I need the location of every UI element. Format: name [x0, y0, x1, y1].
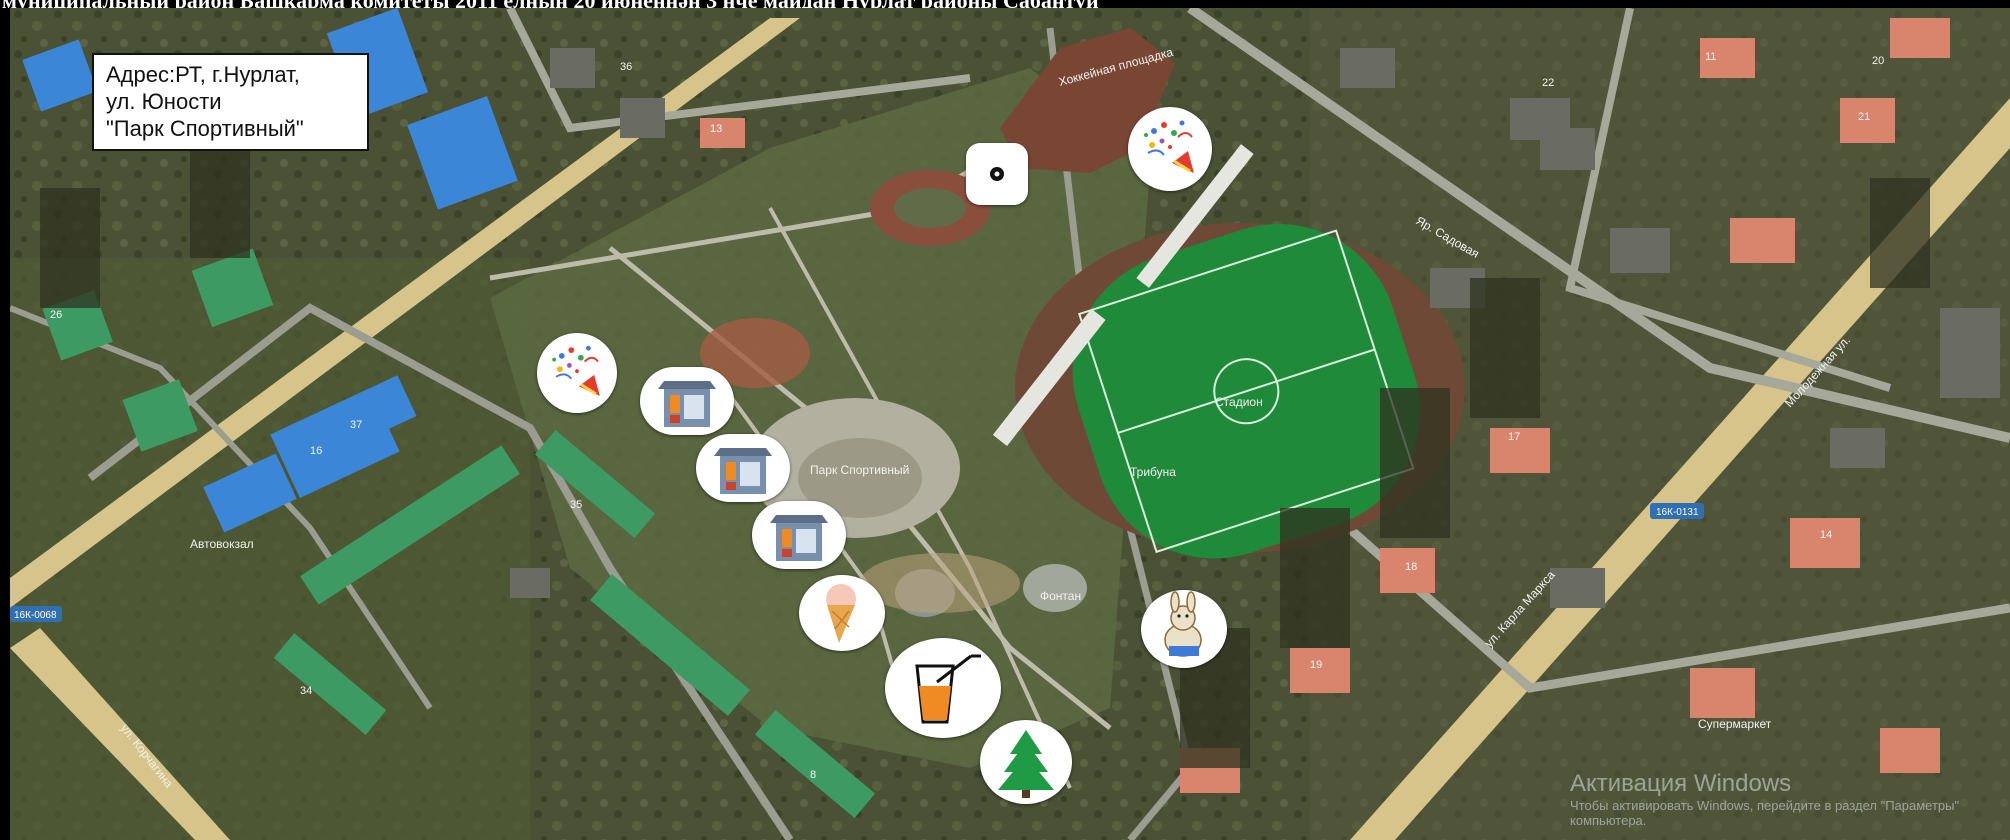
house-number: 22: [1542, 77, 1554, 89]
house-number: 20: [1872, 55, 1884, 67]
confetti-icon: [1144, 120, 1194, 173]
activation-watermark: Активация Windows Чтобы активировать Win…: [1570, 770, 2000, 832]
label-shop: Супермаркет: [1698, 717, 1772, 731]
marker-kiosk-1[interactable]: [640, 367, 734, 435]
house-number: 11: [1705, 51, 1716, 63]
marker-kiosk-2[interactable]: [696, 434, 790, 502]
marker-confetti-1[interactable]: [1128, 107, 1212, 191]
label-park: Парк Спортивный: [810, 463, 909, 477]
road-code-1: 16К-0131: [1656, 507, 1699, 518]
label-tribune: Трибуна: [1130, 465, 1176, 479]
marker-ice-cream[interactable]: [799, 575, 885, 651]
fir-tree-icon: [998, 730, 1054, 798]
house-number: 36: [620, 61, 632, 73]
house-number: 37: [350, 419, 362, 431]
training-track-inner: [894, 188, 966, 228]
marker-fir-tree[interactable]: [980, 720, 1072, 804]
address-line: "Парк Спортивный": [106, 116, 304, 141]
green-long-buildings: [273, 429, 876, 819]
label-fountain: Фонтан: [1040, 589, 1081, 603]
ice-cream-icon: [826, 584, 856, 643]
tribune-left: [992, 308, 1106, 446]
sand-area: [860, 553, 1020, 613]
camera-icon: [990, 167, 1004, 181]
house-number: 16: [310, 445, 322, 457]
road-koryugina: [10, 628, 230, 840]
address-line: ул. Юности: [106, 89, 222, 114]
tribune-right: [1136, 144, 1254, 288]
house-number: 14: [1820, 529, 1832, 541]
grass-zone-left: [10, 258, 530, 840]
street-grey-4: [506, 8, 971, 133]
watermark-subtitle: Чтобы активировать Windows, перейдите в …: [1570, 798, 1960, 828]
road-code-badges: 16К-0131 16К-0068: [10, 503, 1704, 622]
house-number: 19: [1310, 659, 1322, 671]
red-court: [700, 318, 810, 388]
fountain-2: [1023, 564, 1087, 612]
toy-icon: [1164, 591, 1202, 657]
address-box: Адрес:РТ, г.Нурлат, ул. Юности "Парк Спо…: [92, 53, 369, 151]
marker-toy[interactable]: [1141, 590, 1227, 668]
address-line: Адрес:РТ, г.Нурлат,: [106, 62, 300, 87]
kiosk-icon: [714, 448, 772, 494]
label-bus: Автовокзал: [190, 537, 254, 551]
house-number: 34: [300, 685, 312, 697]
marker-camera[interactable]: [966, 143, 1028, 205]
header-bar: муниципальный район Башкарма комитеты 20…: [0, 0, 2010, 8]
road-molodezhnaya: [1350, 98, 2010, 840]
house-number: 21: [1858, 111, 1870, 123]
blue-buildings: [22, 8, 518, 533]
kiosk-icon: [658, 381, 716, 427]
confetti-icon: [552, 345, 600, 396]
marker-confetti-2[interactable]: [537, 333, 617, 413]
main-road-diagonal: [10, 18, 800, 608]
label-stadium: Стадион: [1215, 395, 1263, 409]
road-code-2: 16К-0068: [14, 610, 57, 621]
house-number: 18: [1405, 561, 1417, 573]
header-text: муниципальный район Башкарма комитеты 20…: [2, 0, 1099, 8]
marker-drink[interactable]: [885, 638, 1001, 738]
house-number: 17: [1508, 431, 1520, 443]
house-number: 13: [710, 123, 722, 135]
street-grey-3: [1565, 8, 1892, 392]
house-number: 26: [50, 309, 62, 321]
street-grey-7: [1046, 27, 1194, 840]
satellite-map[interactable]: Хоккейная площадка Стадион Трибуна Парк …: [10, 8, 2010, 840]
round-plaza-inner: [798, 438, 922, 518]
house-number: 8: [810, 769, 816, 781]
street-grey-1: [1187, 8, 2010, 443]
map-canvas: Хоккейная площадка Стадион Трибуна Парк …: [10, 8, 2010, 840]
drink-icon: [915, 654, 981, 724]
house-numbers: 26 36 22 20 21 11 37 16 17 18 13 19 14 3…: [50, 51, 1884, 781]
watermark-title: Активация Windows: [1570, 770, 1792, 797]
kiosk-icon: [770, 515, 828, 561]
dark-houses: [510, 48, 2000, 608]
house-number: 35: [570, 499, 582, 511]
marker-kiosk-3[interactable]: [752, 501, 846, 569]
